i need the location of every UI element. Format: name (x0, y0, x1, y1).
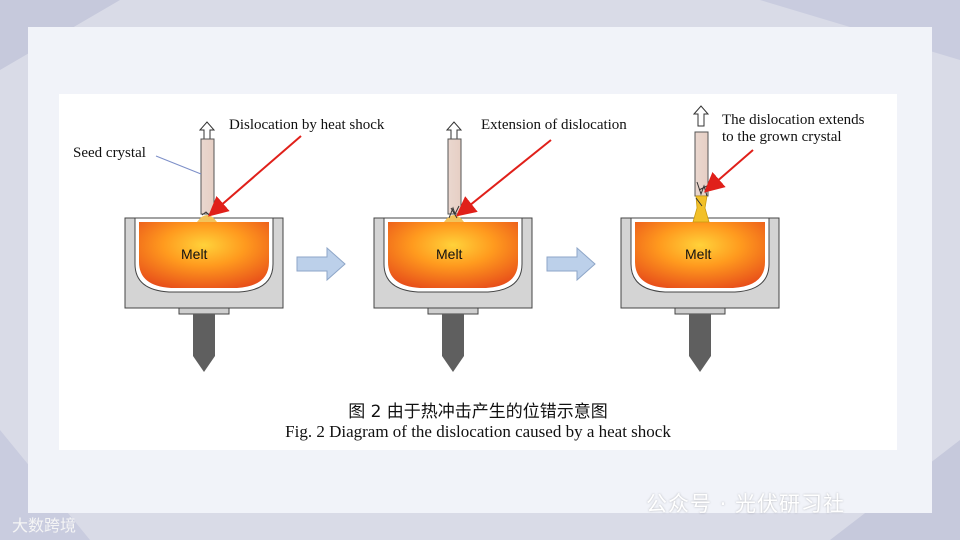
panel-1-annotation: Dislocation by heat shock (229, 117, 385, 133)
caption-english: Fig. 2 Diagram of the dislocation caused… (285, 422, 671, 441)
seed-crystal (447, 138, 462, 215)
figure: Seed crystal Dislocation by heat shock E… (59, 94, 897, 450)
pull-up-arrow (692, 105, 710, 127)
red-arrow (703, 149, 754, 193)
pedestal-shaft (442, 314, 464, 372)
panel-2-annotation: Extension of dislocation (481, 117, 627, 133)
red-arrow (455, 139, 552, 217)
pedestal-base (427, 307, 479, 315)
seed-crystal (200, 138, 215, 215)
melt-label-2: Melt (436, 246, 463, 262)
pedestal-base (178, 307, 230, 315)
melt (635, 222, 765, 288)
pedestal-shaft (689, 314, 711, 372)
melt (388, 222, 518, 288)
melt (139, 222, 269, 288)
pedestal-shaft (193, 314, 215, 372)
caption-chinese: 图 2 由于热冲击产生的位错示意图 (348, 402, 608, 422)
brand-watermark: 大数跨境 (12, 516, 77, 535)
panel-3 (620, 105, 780, 372)
dislocation-diagram (124, 105, 780, 372)
wechat-watermark: 公众号 · 光伏研习社 (646, 492, 846, 516)
grown-crystal (692, 195, 710, 223)
panel-2 (373, 121, 552, 372)
seed-crystal-label: Seed crystal (73, 145, 146, 161)
panel-1 (124, 121, 302, 372)
pull-up-arrow (445, 121, 463, 143)
flow-arrow-2 (546, 246, 596, 282)
red-arrow (207, 135, 302, 217)
pull-up-arrow (198, 121, 216, 143)
pedestal-base (674, 307, 726, 315)
flow-arrow-1 (296, 246, 346, 282)
melt-label-3: Melt (685, 246, 712, 262)
panel-3-annotation: The dislocation extends to the grown cry… (722, 112, 865, 146)
melt-label-1: Melt (181, 246, 208, 262)
